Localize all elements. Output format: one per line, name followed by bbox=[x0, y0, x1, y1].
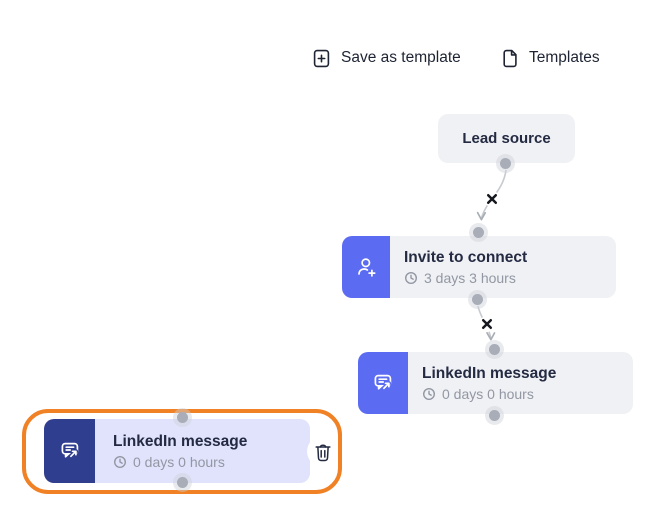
connection-dot[interactable] bbox=[500, 158, 511, 169]
save-as-template-label: Save as template bbox=[341, 49, 461, 66]
clock-icon bbox=[113, 455, 127, 468]
step-node-linkedin-message[interactable]: LinkedIn message 0 days 0 hours bbox=[358, 352, 633, 414]
templates-button[interactable]: Templates bbox=[502, 45, 600, 71]
step-delay: 0 days 0 hours bbox=[422, 386, 633, 402]
templates-label: Templates bbox=[529, 49, 600, 66]
connector-arrowhead bbox=[476, 211, 487, 221]
remove-connection-button[interactable] bbox=[479, 316, 495, 332]
step-title: Invite to connect bbox=[404, 248, 528, 266]
step-delay-text: 0 days 0 hours bbox=[442, 385, 534, 402]
connection-dot[interactable] bbox=[177, 412, 188, 423]
step-node-body: LinkedIn message 0 days 0 hours bbox=[95, 419, 310, 483]
step-node-invite-to-connect[interactable]: Invite to connect 3 days 3 hours bbox=[342, 236, 616, 298]
connection-dot[interactable] bbox=[472, 294, 483, 305]
step-node-body: Invite to connect 3 days 3 hours bbox=[390, 236, 616, 298]
selection-highlight-ring bbox=[22, 409, 342, 494]
lead-source-node[interactable]: Lead source bbox=[438, 114, 575, 163]
connection-dot[interactable] bbox=[177, 477, 188, 488]
step-delay: 0 days 0 hours bbox=[113, 454, 310, 470]
file-icon bbox=[503, 49, 517, 67]
lead-source-title: Lead source bbox=[462, 130, 551, 147]
x-disconnect-icon bbox=[486, 193, 498, 205]
connection-dot[interactable] bbox=[473, 227, 484, 238]
step-node-body: LinkedIn message 0 days 0 hours bbox=[408, 352, 633, 414]
step-delay-text: 0 days 0 hours bbox=[133, 453, 225, 470]
clock-icon bbox=[404, 271, 418, 284]
x-disconnect-icon bbox=[481, 318, 493, 330]
clock-icon bbox=[422, 387, 436, 400]
delete-step-button[interactable] bbox=[307, 436, 338, 467]
person-add-icon bbox=[342, 236, 390, 298]
file-plus-icon bbox=[313, 49, 330, 67]
connection-dot[interactable] bbox=[489, 410, 500, 421]
step-title: LinkedIn message bbox=[113, 432, 248, 450]
connection-dot[interactable] bbox=[489, 344, 500, 355]
connector-arrowhead bbox=[486, 331, 496, 341]
remove-connection-button[interactable] bbox=[484, 191, 500, 207]
step-title: LinkedIn message bbox=[422, 364, 557, 382]
message-send-icon bbox=[358, 352, 408, 414]
trash-icon bbox=[314, 443, 331, 461]
save-as-template-button[interactable]: Save as template bbox=[313, 45, 461, 71]
step-node-linkedin-message-selected[interactable]: LinkedIn message 0 days 0 hours bbox=[44, 419, 310, 483]
step-delay: 3 days 3 hours bbox=[404, 270, 616, 286]
message-send-icon bbox=[44, 419, 95, 483]
step-delay-text: 3 days 3 hours bbox=[424, 269, 516, 286]
